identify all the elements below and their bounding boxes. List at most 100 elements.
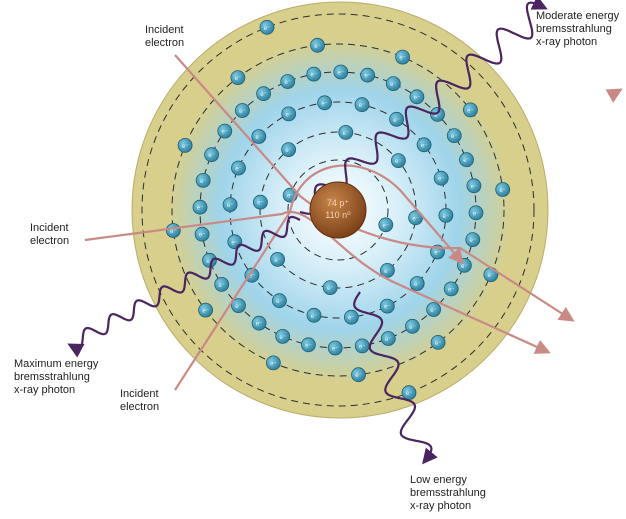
electron-symbol: e⁻ bbox=[208, 153, 215, 159]
electron: e⁻ bbox=[328, 341, 342, 355]
electron-symbol: e⁻ bbox=[235, 304, 242, 310]
electron: e⁻ bbox=[355, 339, 369, 353]
electron: e⁻ bbox=[223, 198, 237, 212]
electron-symbol: e⁻ bbox=[285, 112, 292, 118]
electron-symbol: e⁻ bbox=[470, 238, 477, 244]
nucleus: 74 p⁺ 110 n⁰ bbox=[310, 182, 366, 238]
electron: e⁻ bbox=[352, 368, 366, 382]
electron-symbol: e⁻ bbox=[499, 188, 506, 194]
electron: e⁻ bbox=[178, 138, 192, 152]
electron-symbol: e⁻ bbox=[222, 130, 229, 136]
electron: e⁻ bbox=[447, 129, 461, 143]
electron: e⁻ bbox=[405, 319, 419, 333]
electron: e⁻ bbox=[463, 103, 477, 117]
electron: e⁻ bbox=[252, 316, 266, 330]
electron: e⁻ bbox=[434, 171, 448, 185]
electron: e⁻ bbox=[439, 208, 453, 222]
electron-symbol: e⁻ bbox=[276, 299, 283, 305]
electron: e⁻ bbox=[218, 124, 232, 138]
electron: e⁻ bbox=[444, 282, 458, 296]
electron-symbol: e⁻ bbox=[421, 143, 428, 149]
electron-symbol: e⁻ bbox=[384, 305, 391, 311]
label-line: Incident bbox=[145, 24, 184, 37]
electron-symbol: e⁻ bbox=[384, 269, 391, 275]
electron-symbol: e⁻ bbox=[227, 203, 234, 209]
electron-symbol: e⁻ bbox=[274, 258, 281, 264]
label-moderate-energy-photon: Moderate energy bremsstrahlung x-ray pho… bbox=[536, 10, 619, 49]
electron: e⁻ bbox=[203, 253, 217, 267]
electron-symbol: e⁻ bbox=[311, 73, 318, 79]
label-line: x-ray photon bbox=[14, 384, 98, 397]
label-line: electron bbox=[120, 401, 159, 414]
electron: e⁻ bbox=[257, 87, 271, 101]
electron-symbol: e⁻ bbox=[270, 361, 277, 367]
electron-symbol: e⁻ bbox=[434, 251, 441, 257]
electron: e⁻ bbox=[231, 71, 245, 85]
electron-symbol: e⁻ bbox=[414, 282, 421, 288]
label-line: Incident bbox=[120, 388, 159, 401]
electron-symbol: e⁻ bbox=[399, 56, 406, 62]
electron: e⁻ bbox=[344, 310, 358, 324]
electron-symbol: e⁻ bbox=[461, 264, 468, 270]
electron: e⁻ bbox=[380, 299, 394, 313]
electron: e⁻ bbox=[253, 195, 267, 209]
electron-symbol: e⁻ bbox=[395, 159, 402, 165]
electron: e⁻ bbox=[215, 277, 229, 291]
electron-symbol: e⁻ bbox=[202, 309, 209, 315]
label-line: electron bbox=[30, 235, 69, 248]
electron-symbol: e⁻ bbox=[414, 95, 421, 101]
electron: e⁻ bbox=[282, 143, 296, 157]
electron: e⁻ bbox=[232, 161, 246, 175]
electron-symbol: e⁻ bbox=[473, 211, 480, 217]
electron: e⁻ bbox=[266, 356, 280, 370]
electron: e⁻ bbox=[467, 179, 481, 193]
electron-symbol: e⁻ bbox=[218, 283, 225, 289]
electron: e⁻ bbox=[311, 38, 325, 52]
electron: e⁻ bbox=[260, 20, 274, 34]
electron-symbol: e⁻ bbox=[256, 322, 263, 328]
electron: e⁻ bbox=[484, 268, 498, 282]
electron: e⁻ bbox=[390, 112, 404, 126]
electron-symbol: e⁻ bbox=[471, 184, 478, 190]
electron: e⁻ bbox=[301, 338, 315, 352]
label-incident-electron-top: Incident electron bbox=[145, 24, 184, 50]
electron-symbol: e⁻ bbox=[314, 44, 321, 50]
nucleus-neutron-count: 110 n⁰ bbox=[325, 210, 351, 220]
electron-symbol: e⁻ bbox=[235, 167, 242, 173]
electron-symbol: e⁻ bbox=[338, 71, 345, 77]
electron: e⁻ bbox=[381, 332, 395, 346]
label-low-energy-photon: Low energy bremsstrahlung x-ray photon bbox=[410, 474, 486, 513]
electron: e⁻ bbox=[386, 77, 400, 91]
electron: e⁻ bbox=[396, 50, 410, 64]
electron-symbol: e⁻ bbox=[321, 101, 328, 107]
electron-symbol: e⁻ bbox=[364, 74, 371, 80]
electron: e⁻ bbox=[339, 125, 353, 139]
electron-symbol: e⁻ bbox=[197, 206, 204, 212]
electron-symbol: e⁻ bbox=[443, 214, 450, 220]
electron-symbol: e⁻ bbox=[438, 177, 445, 183]
electron: e⁻ bbox=[469, 206, 483, 220]
electron-symbol: e⁻ bbox=[264, 26, 271, 32]
electron-symbol: e⁻ bbox=[284, 80, 291, 86]
electron: e⁻ bbox=[195, 227, 209, 241]
electron-symbol: e⁻ bbox=[383, 223, 390, 229]
label-line: x-ray photon bbox=[536, 36, 619, 49]
electron: e⁻ bbox=[427, 303, 441, 317]
electron: e⁻ bbox=[276, 329, 290, 343]
label-line: electron bbox=[145, 37, 184, 50]
label-line: Moderate energy bbox=[536, 10, 619, 23]
electron-symbol: e⁻ bbox=[409, 325, 416, 331]
electron-symbol: e⁻ bbox=[232, 240, 239, 246]
electron: e⁻ bbox=[235, 104, 249, 118]
label-maximum-energy-photon: Maximum energy bremsstrahlung x-ray phot… bbox=[14, 358, 98, 397]
electron: e⁻ bbox=[431, 335, 445, 349]
electron-symbol: e⁻ bbox=[256, 135, 263, 141]
electron: e⁻ bbox=[410, 277, 424, 291]
electron: e⁻ bbox=[307, 67, 321, 81]
label-line: bremsstrahlung bbox=[410, 487, 486, 500]
electron: e⁻ bbox=[193, 200, 207, 214]
electron: e⁻ bbox=[391, 154, 405, 168]
electron-symbol: e⁻ bbox=[393, 118, 400, 124]
electron-symbol: e⁻ bbox=[435, 341, 442, 347]
electron: e⁻ bbox=[355, 98, 369, 112]
